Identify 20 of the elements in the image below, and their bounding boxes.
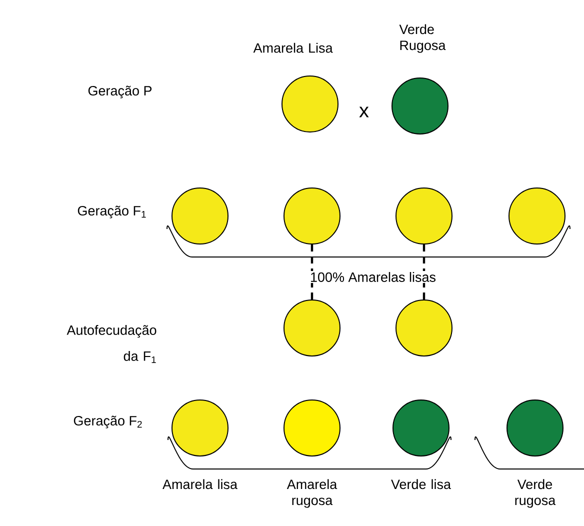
seed-label: Verde Rugosa bbox=[399, 24, 446, 53]
row-label: Autofecudação da F$_{1}$ bbox=[66, 325, 156, 363]
seed-label: Verde lisa bbox=[391, 479, 451, 490]
result-label: 100% Amarelas lisas bbox=[308, 271, 438, 283]
seed bbox=[284, 188, 340, 244]
row-label: Geração F$_{1}$ bbox=[78, 206, 146, 218]
dashed-line bbox=[310, 244, 314, 300]
seed-label: Amarela Lisa bbox=[253, 42, 333, 53]
seed bbox=[172, 188, 228, 244]
seed bbox=[396, 300, 452, 356]
row-label: Geração F$_{2}$ bbox=[74, 416, 142, 428]
seed bbox=[396, 188, 452, 244]
seed-label: Amarela rugosa bbox=[286, 479, 338, 508]
seed-label: Verde rugosa bbox=[515, 479, 556, 508]
row-label: Geração P bbox=[88, 86, 152, 98]
seed-label: Amarela lisa bbox=[162, 479, 238, 490]
dashed-line bbox=[422, 244, 426, 300]
seed bbox=[508, 188, 566, 244]
seed bbox=[284, 300, 340, 356]
cross-sign: x bbox=[359, 106, 369, 118]
